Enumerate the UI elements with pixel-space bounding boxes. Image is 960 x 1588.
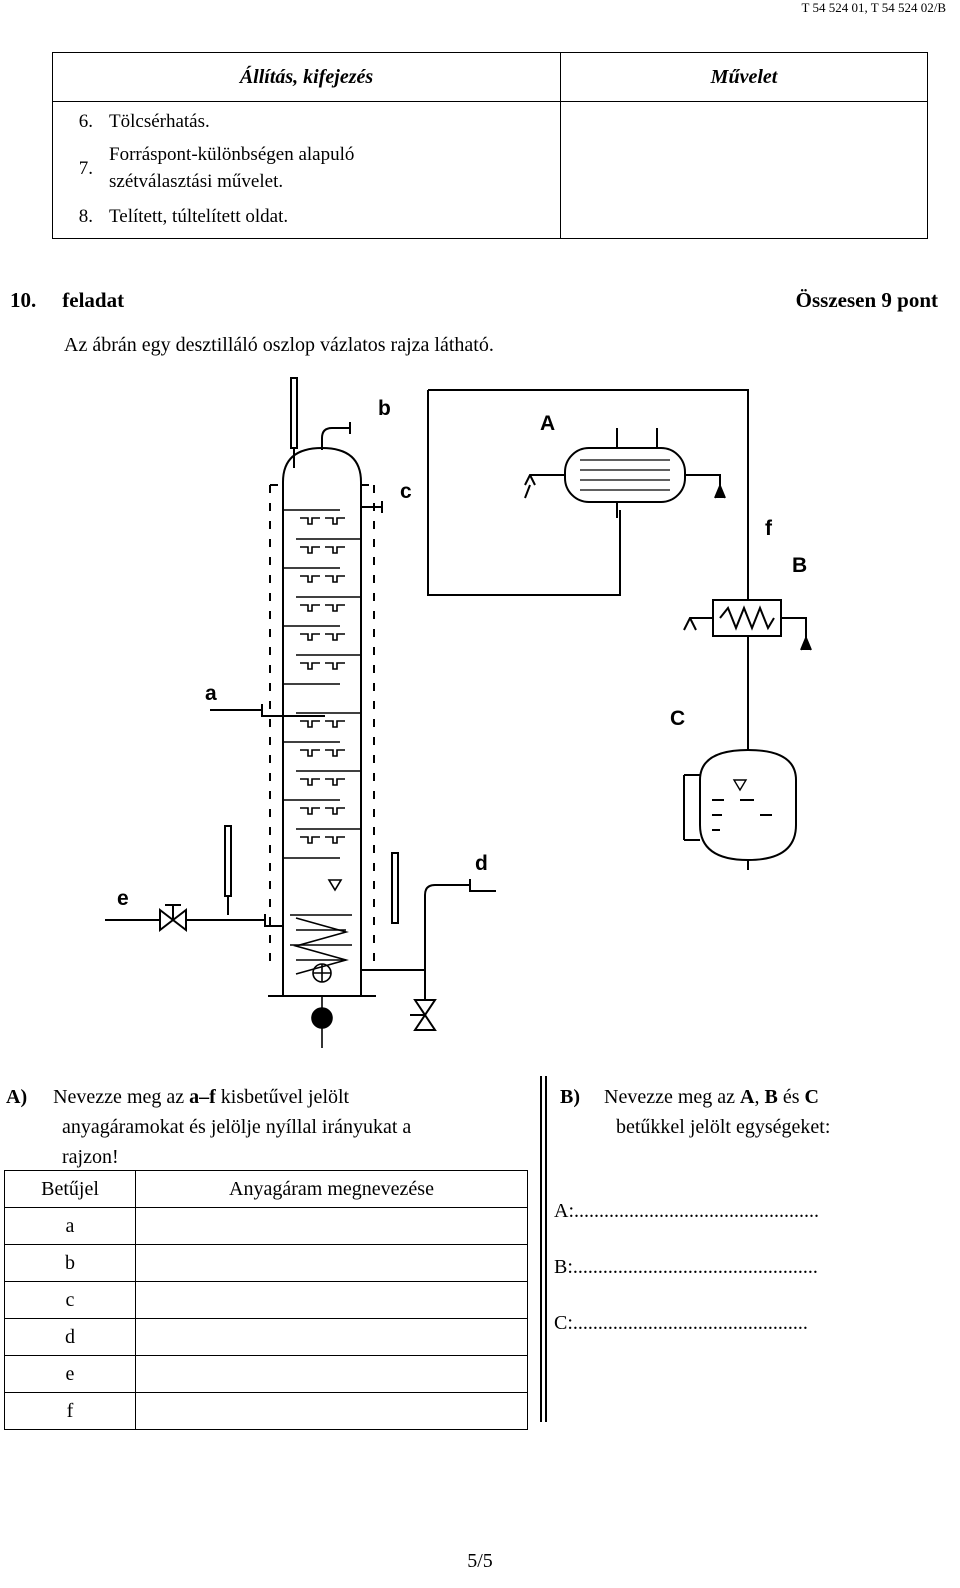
label-f: f xyxy=(765,517,773,540)
column-divider xyxy=(540,1076,542,1422)
answer-cell[interactable] xyxy=(135,1355,528,1393)
row-number: 7. xyxy=(78,158,93,179)
column-header-statement: Állítás, kifejezés xyxy=(52,52,561,102)
vapour-line-b xyxy=(321,389,749,596)
document-code: T 54 524 01, T 54 524 02/B xyxy=(801,0,946,15)
letter-cell: f xyxy=(4,1392,136,1430)
question-b: B)Nevezze meg az A, B és C betűkkel jelö… xyxy=(560,1086,831,1138)
answer-line-B[interactable]: B:......................................… xyxy=(554,1256,818,1278)
statement-table: Állítás, kifejezés Művelet 6. Tölcsérhatá… xyxy=(52,52,928,239)
label-B: B xyxy=(792,554,807,577)
page-number: 5/5 xyxy=(467,1550,493,1572)
statement-list: 6. Tölcsérhatás. 7. Forráspont-különbsége… xyxy=(52,101,561,239)
receiver-C xyxy=(683,748,797,870)
letter-cell: b xyxy=(4,1244,136,1282)
task-intro: Az ábrán egy desztilláló oszlop vázlatos… xyxy=(64,334,494,356)
label-b: b xyxy=(378,397,391,420)
answer-line-C[interactable]: C:......................................… xyxy=(554,1312,808,1334)
thermometer-bottom-right xyxy=(391,852,399,924)
column-header-letter: Betűjel xyxy=(4,1170,136,1208)
label-A: A xyxy=(540,412,555,435)
column-trays xyxy=(283,509,361,859)
answer-cell[interactable] xyxy=(135,1281,528,1319)
letter-cell: a xyxy=(4,1207,136,1245)
answer-line-A[interactable]: A:......................................… xyxy=(554,1200,819,1222)
letter-cell: c xyxy=(4,1281,136,1319)
letter-cell: e xyxy=(4,1355,136,1393)
column-header-stream: Anyagáram megnevezése xyxy=(135,1170,528,1208)
cooler-B xyxy=(683,498,812,750)
operation-cell[interactable] xyxy=(560,101,928,239)
row-text: Tölcsérhatás. xyxy=(109,111,210,132)
feed-line-a xyxy=(210,704,325,717)
reboiler xyxy=(290,879,352,1048)
label-d: d xyxy=(475,852,488,875)
line-d xyxy=(361,879,496,1031)
steam-line-e xyxy=(105,904,283,933)
answer-cell[interactable] xyxy=(135,1392,528,1430)
answer-cell[interactable] xyxy=(135,1318,528,1356)
thermometer-top xyxy=(290,377,298,468)
row-text: Telített, túltelített oldat. xyxy=(109,206,289,227)
task-number: 10.feladat xyxy=(10,288,125,312)
label-c: c xyxy=(400,480,412,503)
label-a: a xyxy=(205,682,217,705)
condenser-A xyxy=(524,428,726,518)
answer-cell[interactable] xyxy=(135,1207,528,1245)
task-points: Összesen 9 pont xyxy=(795,288,938,312)
question-a: A)Nevezze meg az a–f kisbetűvel jelölt a… xyxy=(6,1086,412,1168)
answer-cell[interactable] xyxy=(135,1244,528,1282)
thermometer-bottom-left xyxy=(224,825,232,915)
label-C: C xyxy=(670,707,685,730)
reflux-line-c xyxy=(361,501,383,513)
row-number: 6. xyxy=(78,111,93,132)
letter-cell: d xyxy=(4,1318,136,1356)
column-shell xyxy=(268,446,376,997)
row-number: 8. xyxy=(78,206,93,227)
column-divider xyxy=(545,1076,547,1422)
column-header-operation: Művelet xyxy=(560,52,928,102)
distillation-column-diagram: a b c d e f A B C xyxy=(105,377,812,1048)
label-e: e xyxy=(117,887,129,910)
